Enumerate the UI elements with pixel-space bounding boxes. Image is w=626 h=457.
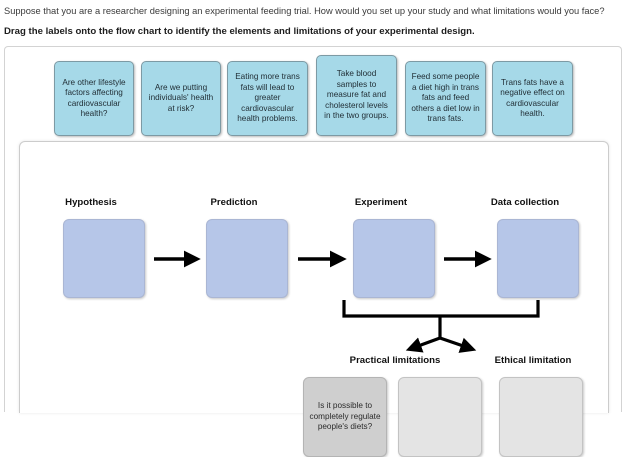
drop-slot-prediction[interactable]	[206, 219, 288, 298]
drop-slot-data-collection[interactable]	[497, 219, 579, 298]
drag-label-1[interactable]: Are other lifestyle factors affecting ca…	[54, 61, 134, 136]
drop-slot-ethical[interactable]	[499, 377, 583, 457]
drop-slot-practical-a[interactable]: Is it possible to completely regulate pe…	[303, 377, 387, 457]
drag-label-5[interactable]: Feed some people a diet high in trans fa…	[405, 61, 486, 136]
flow-chart-panel: Hypothesis Prediction Experiment Data co…	[19, 141, 609, 457]
arrow-to-practical-limitations	[405, 336, 441, 353]
heading-ethical-limitation: Ethical limitation	[494, 355, 572, 366]
heading-data-collection: Data collection	[490, 197, 560, 208]
drop-slot-hypothesis[interactable]	[63, 219, 145, 298]
drop-slot-experiment[interactable]	[353, 219, 435, 298]
instruction-text: Drag the labels onto the flow chart to i…	[4, 26, 475, 37]
bracket-connector	[342, 300, 540, 318]
heading-practical-limitations: Practical limitations	[349, 355, 441, 366]
heading-hypothesis: Hypothesis	[65, 197, 117, 208]
heading-experiment: Experiment	[354, 197, 408, 208]
drag-label-4[interactable]: Take blood samples to measure fat and ch…	[316, 55, 397, 136]
activity-panel: Are other lifestyle factors affecting ca…	[4, 46, 623, 457]
arrow-to-ethical-limitation	[439, 336, 477, 353]
drop-slot-practical-b[interactable]	[398, 377, 482, 457]
drag-label-2[interactable]: Are we putting individuals' health at ri…	[141, 61, 221, 136]
drag-label-3[interactable]: Eating more trans fats will lead to grea…	[227, 61, 308, 136]
drag-label-6[interactable]: Trans fats have a negative effect on car…	[492, 61, 573, 136]
prompt-area: Suppose that you are a researcher design…	[0, 0, 626, 38]
question-text: Suppose that you are a researcher design…	[4, 6, 605, 16]
label-bank: Are other lifestyle factors affecting ca…	[5, 47, 623, 143]
heading-prediction: Prediction	[210, 197, 258, 208]
